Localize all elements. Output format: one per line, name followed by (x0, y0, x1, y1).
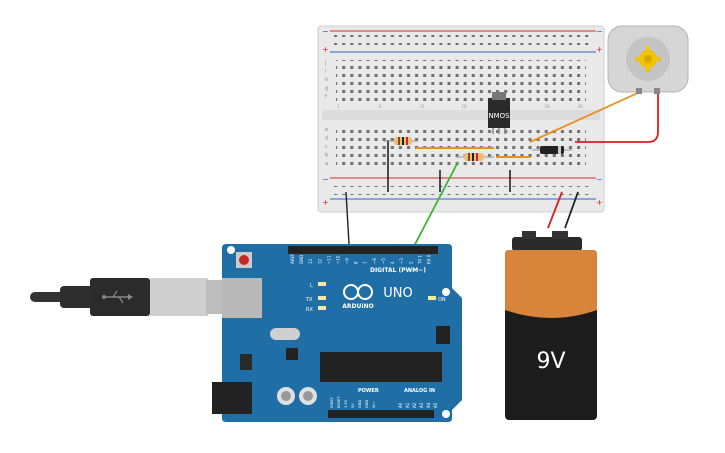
top-pin-label: 12 (317, 258, 322, 264)
led-rx-label: RX (306, 307, 313, 313)
row-letter: c (325, 144, 328, 150)
led-tx-label: TX (305, 297, 313, 303)
motor-shaft-gear-icon (635, 46, 661, 72)
power-analog-header[interactable] (328, 410, 434, 418)
power-label: POWER (358, 388, 379, 394)
analog-pin-label: A2 (412, 402, 417, 408)
atmega-chip (320, 352, 442, 382)
led-on (428, 296, 436, 300)
reset-button[interactable] (236, 252, 252, 268)
battery-9v[interactable]: 9V (505, 231, 597, 420)
led-tx (318, 296, 326, 300)
rail-minus-tr: − (596, 27, 603, 36)
top-pin-label: 13 (308, 258, 313, 264)
column-number: 6 (379, 104, 382, 109)
led-on-label: ON (438, 297, 446, 303)
upper-terminal-strip (336, 60, 586, 103)
dc-motor[interactable] (607, 25, 689, 94)
top-pin-label: 8 (354, 261, 359, 264)
row-letter: f (325, 94, 327, 100)
top-pin-label: AREF (290, 253, 295, 264)
top-pin-label: RX 0 (427, 254, 432, 264)
arduino-logo-text: ARDUINO (342, 303, 373, 310)
digital-label: DIGITAL (PWM~) (370, 267, 426, 274)
column-number: 16 (462, 104, 468, 109)
row-letter: j (324, 60, 326, 66)
usb-cable (30, 278, 236, 316)
top-pin-label: ~5 (381, 258, 386, 264)
power-pin-label: RESET (337, 396, 341, 408)
digital-header[interactable] (288, 246, 438, 254)
mosfet[interactable]: NMOS (488, 92, 510, 134)
row-letter: b (325, 153, 328, 159)
analog-pin-label: A3 (419, 402, 424, 408)
power-pin-label: 5V (351, 403, 355, 408)
resistor-1[interactable] (384, 137, 418, 145)
arduino-uno[interactable]: L TX RX ON ARDUINO UNO DIGITAL (PWM~) PO… (212, 244, 462, 422)
diode[interactable] (532, 146, 572, 154)
top-pin-label: 7 (363, 261, 368, 264)
top-pin-label: 2 (408, 261, 413, 264)
top-pin-label: ~9 (345, 258, 350, 264)
wires (345, 91, 659, 401)
battery-top-label-area (505, 250, 597, 318)
top-pin-label: ~10 (336, 255, 341, 264)
rail-plus-bl: + (322, 198, 329, 207)
dc-power-jack (212, 382, 252, 414)
analog-pin-label: A5 (433, 402, 438, 408)
led-l-label: L (310, 283, 313, 289)
usb-symbol-icon (102, 290, 133, 304)
column-number: 1 (337, 104, 340, 109)
power-pin-label: GND (365, 400, 369, 408)
wire-red-motor[interactable] (575, 92, 659, 143)
column-number: 11 (420, 104, 426, 109)
rail-minus-tl: − (322, 27, 329, 36)
arduino-infinity-logo-icon (343, 284, 373, 300)
top-pin-label: GND (299, 255, 304, 264)
rail-plus-tl: + (322, 45, 329, 54)
resistor-2[interactable] (456, 153, 494, 161)
wire-red-battery[interactable] (547, 191, 563, 229)
usb-jack (222, 278, 262, 318)
row-letter: e (325, 127, 328, 133)
wire-green-signal[interactable] (411, 161, 459, 251)
top-pin-labels: AREF GND 13 12 ~11 ~10 ~9 8 7 ~6 ~5 4 ~3 2 TX 1 RX 0 (290, 253, 432, 265)
power-pin-label: GND (358, 400, 362, 408)
analog-pin-label: A4 (426, 402, 431, 408)
power-pin-label: IOREF (330, 397, 334, 408)
rail-plus-tr: + (596, 45, 603, 54)
column-number: 30 (578, 104, 584, 109)
wire-black-battery[interactable] (564, 191, 579, 229)
top-pin-label: ~11 (326, 255, 331, 264)
led-rx (318, 306, 326, 310)
row-letter: d (325, 136, 328, 142)
mosfet-label: NMOS (488, 112, 510, 120)
row-letter: a (325, 161, 328, 167)
top-pin-label: ~6 (372, 258, 377, 264)
top-pin-label: TX 1 (417, 255, 422, 265)
power-pin-label: 3.3V (344, 399, 348, 408)
arduino-uno-text: UNO (383, 286, 412, 301)
top-pin-label: 4 (390, 261, 395, 264)
analog-pin-label: A0 (398, 402, 403, 408)
column-number: 26 (545, 104, 551, 109)
battery-label: 9V (536, 349, 565, 374)
rail-plus-br: + (596, 198, 603, 207)
row-letter: g (325, 86, 328, 92)
row-letter: h (325, 77, 328, 83)
top-pin-label: ~3 (399, 258, 404, 264)
wire-orange-motor[interactable] (529, 91, 641, 143)
rail-minus-bl: − (322, 175, 329, 184)
rail-minus-br: − (596, 175, 603, 184)
analog-label: ANALOG IN (404, 388, 435, 394)
led-l (318, 282, 326, 286)
row-letter: i (325, 69, 326, 75)
analog-pin-label: A1 (405, 402, 410, 408)
power-pin-label: Vin (372, 402, 376, 408)
